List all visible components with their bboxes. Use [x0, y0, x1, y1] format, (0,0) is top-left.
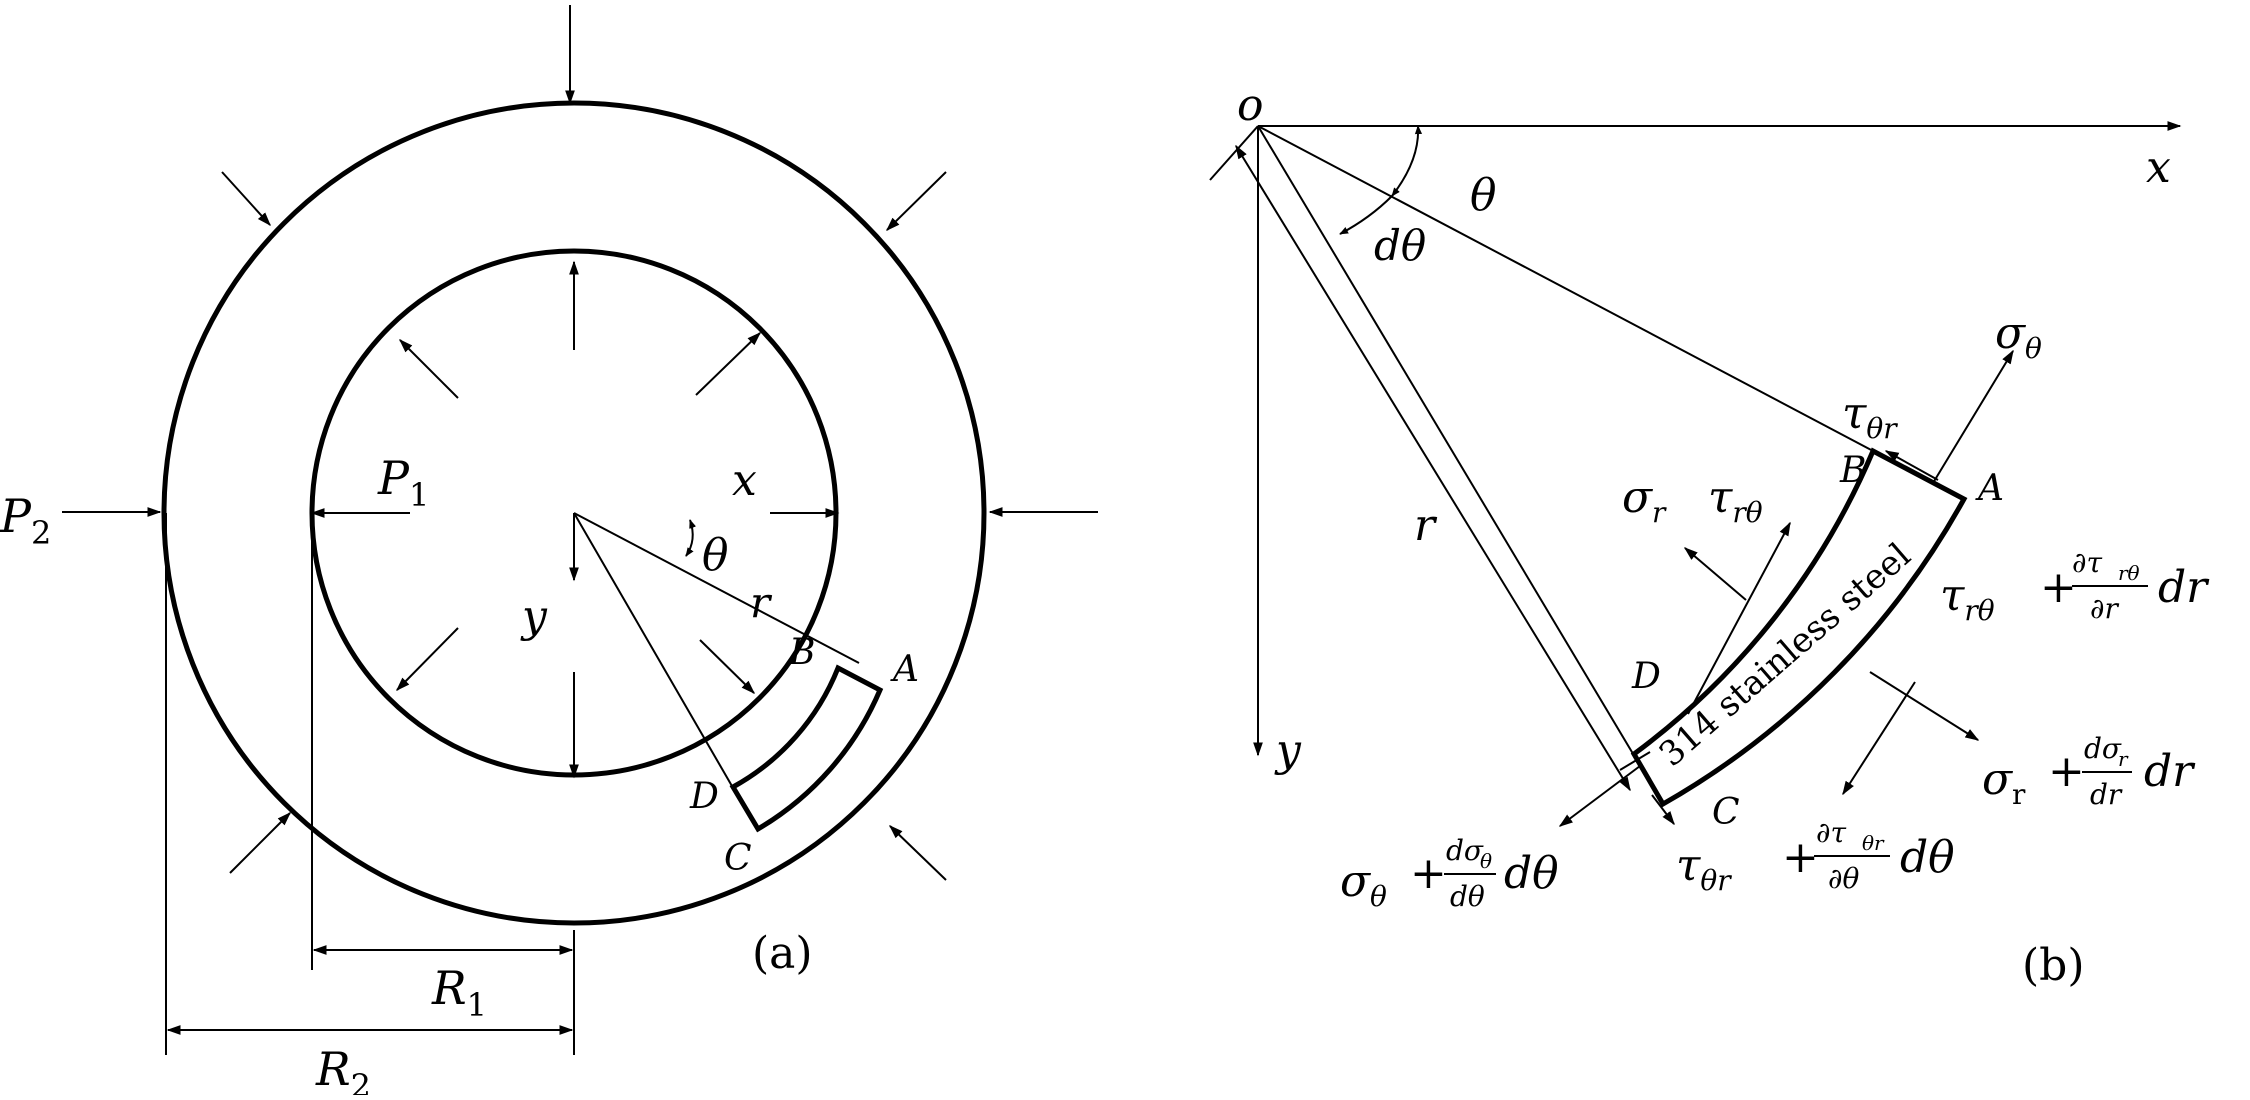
caption-a: (a) [752, 928, 813, 979]
svg-text:+: + [1782, 832, 1819, 883]
stress-arrows [1558, 349, 2014, 827]
arrow-sigma-r-plus [1869, 671, 1980, 741]
arrow-tau-r-theta [1687, 521, 1791, 715]
label-tau-r-theta: τrθ [1708, 472, 1763, 529]
label-B-a: B [788, 632, 815, 673]
expr-sigma-r-plus: σr + dσ r dr dr [1982, 732, 2196, 811]
svg-text:dσ: dσ [2084, 732, 2122, 765]
internal-pressure-arrows [310, 260, 762, 779]
label-p1: P1 [377, 451, 429, 514]
svg-text:τrθ: τrθ [1940, 570, 1995, 627]
external-pressure-arrows [62, 5, 1098, 881]
svg-text:∂τ: ∂τ [2072, 546, 2102, 579]
svg-text:∂τ: ∂τ [1816, 816, 1846, 849]
arrow-sigma-theta [1932, 349, 2014, 484]
caption-b: (b) [2022, 940, 2085, 991]
label-r1: R1 [431, 961, 487, 1024]
svg-text:dr: dr [2090, 778, 2123, 811]
label-p2: P2 [0, 489, 51, 552]
svg-text:θr: θr [1862, 831, 1885, 855]
radial-line-ba [1257, 125, 1965, 500]
label-tau-theta-r: τθr [1842, 388, 1898, 445]
svg-text:dθ: dθ [1504, 848, 1559, 899]
svg-text:∂θ: ∂θ [1828, 862, 1859, 895]
arrow-tau-r-theta-plus [1842, 681, 1916, 796]
r-dimension-tick [1619, 751, 1651, 771]
svg-text:σθ: σθ [1340, 856, 1387, 913]
svg-text:dσ: dσ [1446, 834, 1484, 867]
theta-arc-b [1391, 125, 1423, 197]
label-B-b: B [1839, 450, 1866, 491]
label-sigma-r: σr [1622, 472, 1667, 529]
arrow-tau-theta-r [1884, 450, 1939, 481]
svg-text:dr: dr [2144, 746, 2196, 797]
label-A-a: A [890, 649, 919, 690]
arrow-sigma-r [1683, 547, 1747, 601]
label-D-a: D [689, 776, 719, 817]
radial-line-ab [573, 512, 860, 664]
expr-sigma-theta-plus: σθ + dσ θ dθ dθ [1340, 834, 1559, 913]
svg-text:+: + [2048, 746, 2085, 797]
label-A-b: A [1975, 468, 2004, 509]
expr-tau-theta-r-plus: τθr + ∂τ θr ∂θ dθ [1676, 816, 1955, 897]
radial-line-dc [573, 512, 737, 794]
label-dtheta-b: dθ [1374, 221, 1426, 270]
svg-text:dθ: dθ [1450, 880, 1485, 913]
label-r-b: r [1414, 500, 1438, 551]
label-x-a: x [732, 455, 757, 506]
svg-text:θ: θ [1480, 849, 1492, 873]
arrow-tau-theta-r-plus [1651, 794, 1675, 826]
svg-text:rθ: rθ [2118, 561, 2140, 585]
expr-tau-r-theta-plus: τrθ + ∂τ rθ ∂r dr [1940, 546, 2210, 627]
label-C-a: C [724, 838, 752, 879]
radial-line-dc-b [1257, 125, 1664, 805]
label-r2: R2 [315, 1042, 371, 1095]
svg-text:+: + [1410, 848, 1447, 899]
label-o: o [1237, 80, 1264, 131]
element-abcd-b [1630, 447, 1968, 808]
r-dimension-b [1235, 144, 1631, 792]
theta-arc-a [685, 519, 697, 557]
label-C-b: C [1712, 792, 1740, 833]
panel-b: 314 stainless steel o x y θ dθ r A B C D… [1209, 80, 2210, 991]
svg-text:dθ: dθ [1900, 832, 1955, 883]
svg-text:+: + [2040, 562, 2077, 613]
label-x-b: x [2146, 142, 2171, 193]
svg-text:σr: σr [1982, 754, 2026, 811]
label-theta-a: θ [702, 530, 729, 581]
origin-stub-line [1209, 125, 1259, 181]
arrow-sigma-theta-plus [1558, 765, 1641, 827]
element-abcd-a [729, 664, 884, 833]
label-D-b: D [1631, 656, 1661, 697]
svg-text:r: r [2118, 747, 2129, 771]
label-y-b: y [1274, 725, 1302, 776]
label-r-a: r [750, 578, 773, 627]
svg-text:τθr: τθr [1676, 840, 1732, 897]
svg-text:∂r: ∂r [2090, 592, 2119, 625]
dtheta-arc-b [1339, 195, 1393, 235]
svg-text:dr: dr [2158, 562, 2210, 613]
label-theta-b: θ [1470, 170, 1497, 221]
panel-a: P1 P2 x y θ r A B C D R1 R2 (a) [0, 5, 1098, 1100]
label-y-a: y [520, 591, 548, 642]
label-sigma-theta: σθ [1995, 308, 2042, 365]
